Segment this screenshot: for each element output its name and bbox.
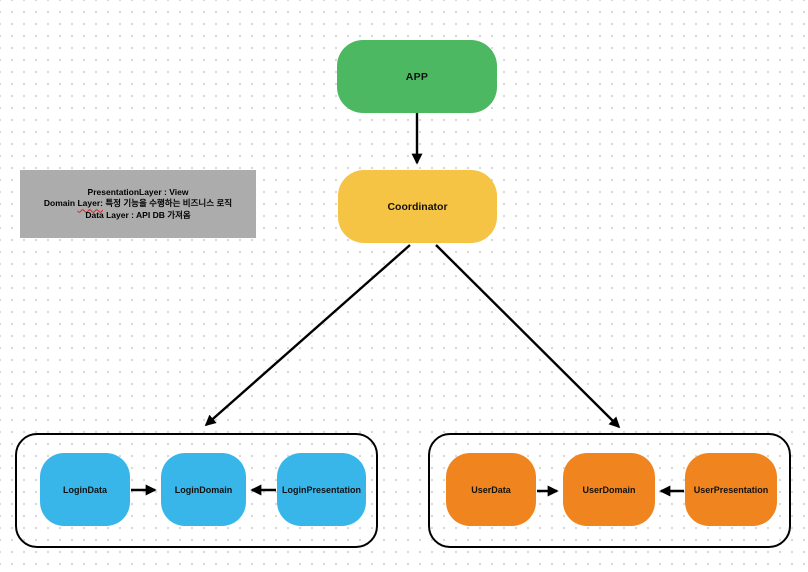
node-app[interactable]: APP [337,40,497,113]
node-login-data-label: LoginData [63,484,107,495]
node-login-domain[interactable]: LoginDomain [161,453,246,526]
node-coordinator[interactable]: Coordinator [338,170,497,243]
node-user-domain[interactable]: UserDomain [563,453,655,526]
node-user-presentation-label: UserPresentation [693,484,769,495]
node-login-data[interactable]: LoginData [40,453,130,526]
arrow-coordinator-to-login-group[interactable] [204,244,411,427]
node-user-data[interactable]: UserData [446,453,536,526]
login-group-container[interactable] [15,433,378,548]
note-line-domain: Domain Layer: 특정 기능을 수행하는 비즈니스 로직 [44,198,232,210]
node-coordinator-label: Coordinator [387,200,448,213]
node-login-presentation[interactable]: LoginPresentation [277,453,366,526]
node-user-data-label: UserData [471,484,511,495]
note-line-data: Data Layer : API DB 가져옴 [85,209,191,220]
layers-note[interactable]: PresentationLayer : View Domain Layer: 특… [20,170,256,238]
note-domain-suffix: 특정 기능을 수행하는 비즈니스 로직 [102,198,233,209]
node-login-domain-label: LoginDomain [174,484,233,495]
user-group-container[interactable] [428,433,791,548]
note-domain-prefix: Domain [43,198,78,209]
node-app-label: APP [405,70,429,83]
node-login-presentation-label: LoginPresentation [281,484,361,495]
node-user-presentation[interactable]: UserPresentation [685,453,777,526]
note-domain-misspelled-word: Layer: [77,198,103,209]
node-user-domain-label: UserDomain [582,484,636,495]
arrow-coordinator-to-user-group[interactable] [435,244,621,429]
note-line-presentation: PresentationLayer : View [87,186,189,197]
